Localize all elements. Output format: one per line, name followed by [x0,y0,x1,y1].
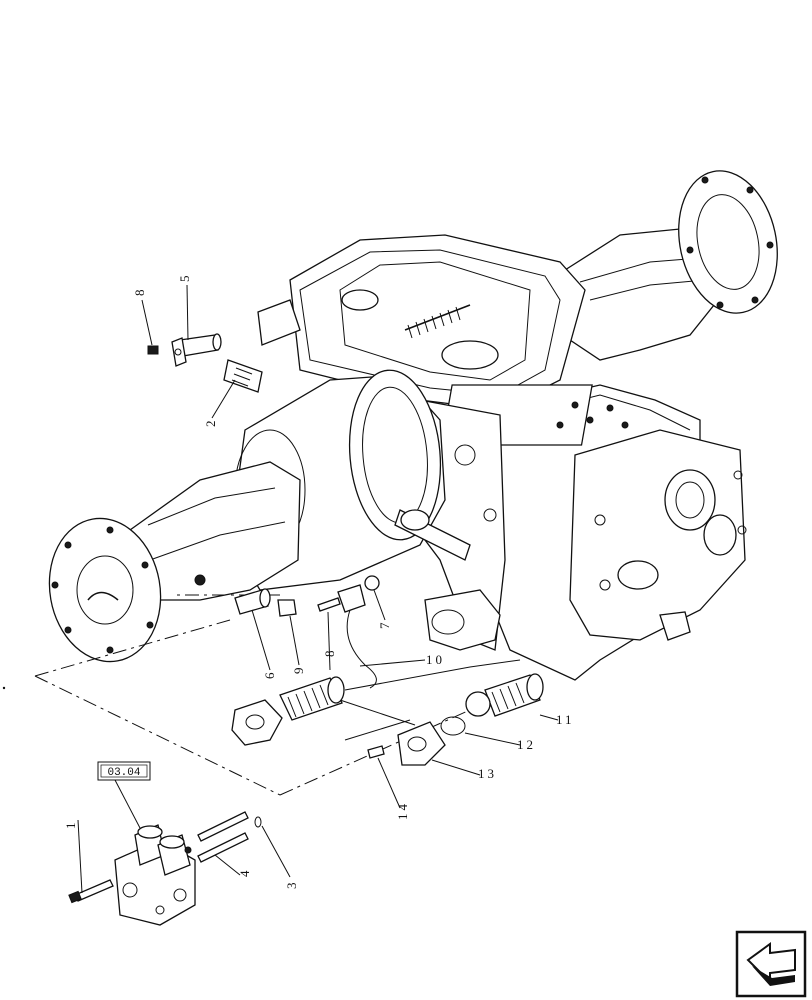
callout-5: 5 [177,276,192,283]
callout-4: 4 [237,870,252,877]
callout-10: 10 [426,652,445,667]
rear-axle-housing [48,170,778,681]
callout-7: 7 [377,622,392,629]
part-6-fitting [234,588,271,615]
part-13-cover [397,721,446,766]
part-2-plate [223,359,263,393]
callout-8-lower: 8 [322,651,337,658]
callout-6: 6 [262,672,277,679]
part-4-pins [197,811,249,863]
reference-box[interactable]: 03.04 [97,761,151,781]
stray-dot [2,686,6,690]
part-8-bolt-upper [147,345,159,355]
part-filter-left [231,676,345,746]
part-11-filter [465,673,544,717]
part-9-plug [277,599,297,617]
reference-box-label: 03.04 [107,767,140,779]
part-8-bolt-lower [317,597,341,612]
callout-9: 9 [291,668,306,675]
callout-labels: 1 2 3 4 5 6 7 8 8 9 10 11 12 13 14 [63,276,575,890]
part-12-o-ring [440,716,466,736]
callout-8-upper: 8 [132,290,147,297]
callout-13: 13 [478,766,497,781]
part-1-bolt [68,879,114,904]
part-3-washer [254,816,262,828]
part-14-bolt [367,745,385,759]
callout-14: 14 [395,801,410,820]
guide-lines [34,594,521,796]
leader-lines [77,284,559,894]
callout-12: 12 [517,737,536,752]
part-7-sensor [337,575,380,689]
part-5-sensor [171,333,222,367]
callout-1: 1 [63,823,78,830]
callout-2: 2 [203,421,218,428]
callout-11: 11 [556,712,575,727]
part-valve-assembly [114,824,196,926]
callout-3: 3 [284,883,299,890]
back-arrow-icon[interactable] [735,930,807,998]
